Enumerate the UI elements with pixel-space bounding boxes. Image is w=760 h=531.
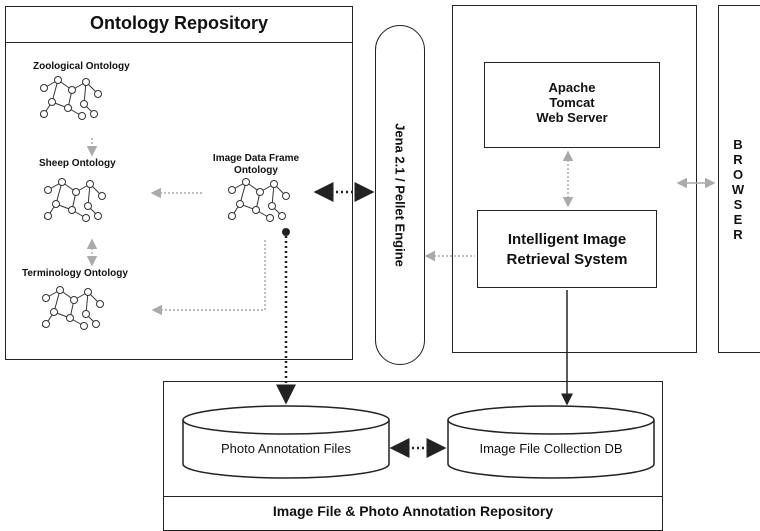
photo-annotation-label: Photo Annotation Files <box>220 441 352 456</box>
browser-letter-o: O <box>732 167 744 182</box>
tomcat-web-server-box <box>484 62 660 148</box>
image-frame-to-terminology-connector <box>151 240 266 316</box>
zoological-ontology-label: Zoological Ontology <box>33 61 130 72</box>
file-repository-divider <box>163 496 663 497</box>
ontology-repository-title-bar <box>5 6 353 43</box>
retrieval-line-2: Retrieval System <box>506 251 628 268</box>
ontology-repository-title: Ontology Repository <box>89 13 268 33</box>
browser-letter-b: B <box>733 137 743 152</box>
tomcat-line-2: Tomcat <box>549 95 595 110</box>
browser-panel <box>718 5 760 353</box>
photo-annotation-cylinder <box>182 405 390 479</box>
image-data-frame-ontology-graph <box>227 178 290 222</box>
browser-letter-r2: R <box>733 227 743 242</box>
tomcat-line-1: Apache <box>548 80 596 95</box>
image-collection-label: Image File Collection DB <box>479 441 623 456</box>
browser-letter-w: W <box>731 182 745 197</box>
terminology-ontology-label: Terminology Ontology <box>22 268 128 279</box>
retrieval-line-1: Intelligent Image <box>507 231 627 248</box>
image-data-frame-ontology-label: Image Data Frame Ontology <box>212 153 300 176</box>
browser-letter-e: E <box>733 212 743 227</box>
tomcat-line-3: Web Server <box>536 110 608 125</box>
ontology-anchor-dot <box>282 228 290 236</box>
browser-letter-s: S <box>733 197 743 212</box>
file-repository-title: Image File & Photo Annotation Repository <box>272 503 554 519</box>
browser-letter-r: R <box>733 152 743 167</box>
sheep-ontology-label: Sheep Ontology <box>39 158 116 169</box>
zoological-ontology-graph <box>39 76 102 120</box>
terminology-ontology-graph <box>41 286 104 330</box>
image-collection-cylinder <box>447 405 655 479</box>
intelligent-image-retrieval-box <box>477 210 657 288</box>
jena-pellet-engine <box>375 25 425 365</box>
sheep-ontology-graph <box>43 178 106 222</box>
